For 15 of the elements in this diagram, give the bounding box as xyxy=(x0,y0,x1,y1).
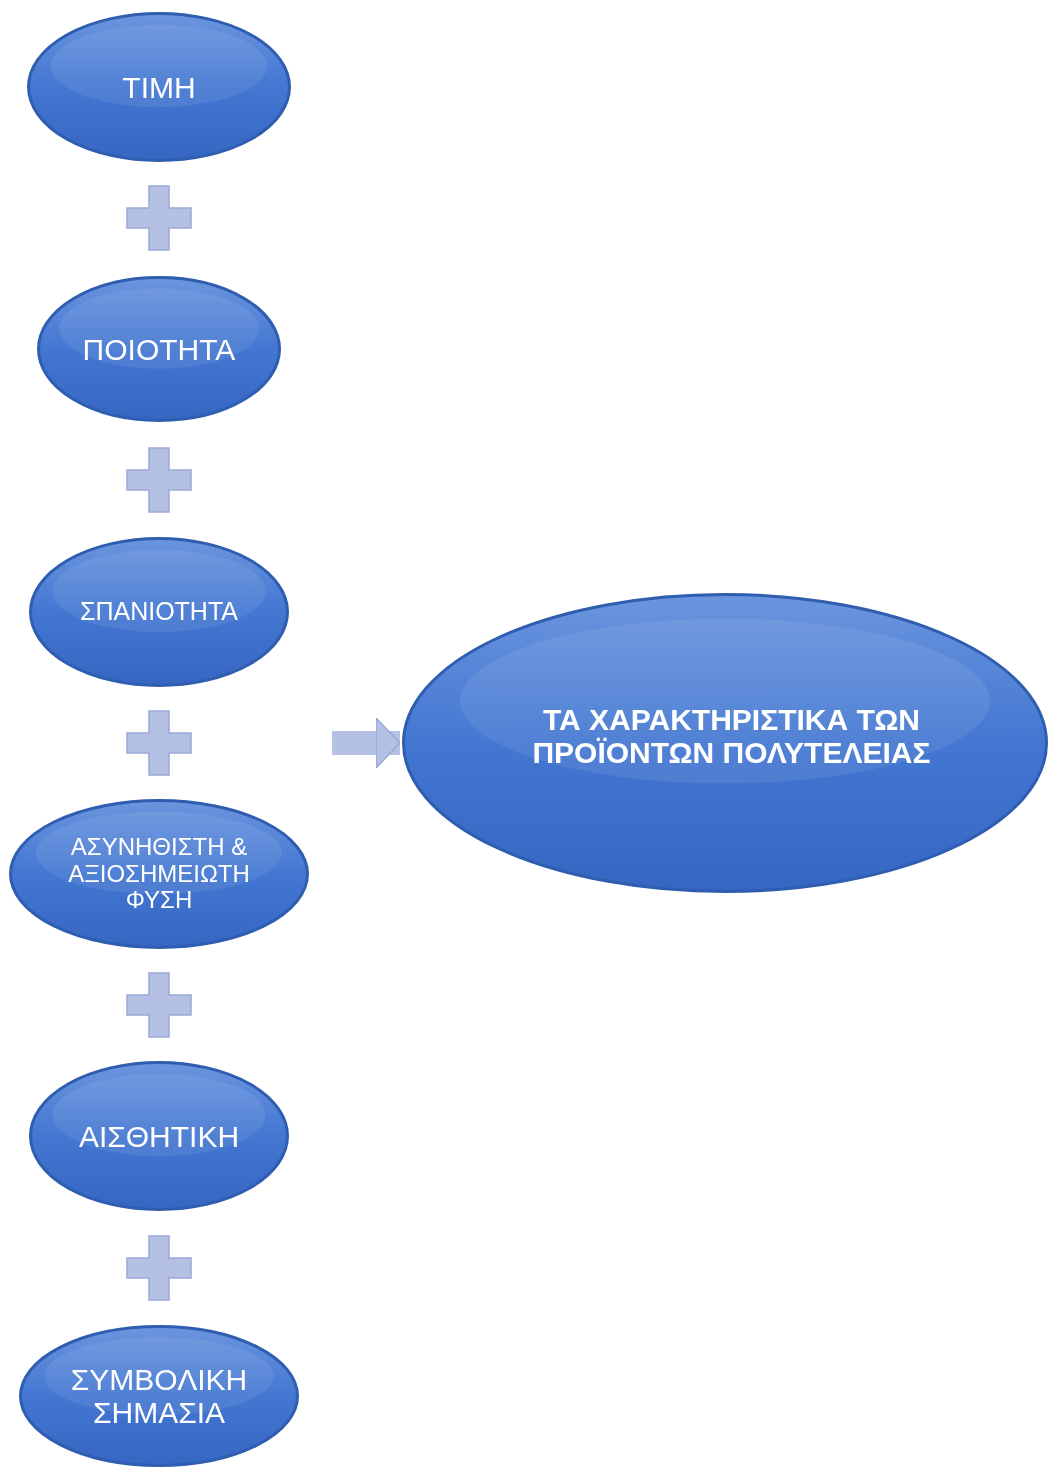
node-label: ΠΟΙΟΤΗΤΑ xyxy=(82,332,236,366)
block-arrow xyxy=(332,717,401,769)
node-label: ΑΙΣΘΗΤΙΚΗ xyxy=(78,1119,240,1153)
ellipse-node xyxy=(9,799,309,949)
node-label: ΤΙΜΗ xyxy=(122,70,196,104)
ellipse-node xyxy=(37,276,281,422)
node-label: ΣΥΜΒΟΛΙΚΗ ΣΗΜΑΣΙΑ xyxy=(69,1363,249,1429)
ellipse-node xyxy=(29,1061,289,1211)
ellipse-node xyxy=(27,12,291,162)
node-label: ΤΑ ΧΑΡΑΚΤΗΡΙΣΤΙΚΑ ΤΩΝ ΠΡΟΪΟΝΤΩΝ ΠΟΛΥΤΕΛΕΙΑΣ xyxy=(531,703,932,769)
node-label: ΑΣΥΝΗΘΙΣΤΗ & ΑΞΙΟΣΗΜΕΙΩΤΗ ΦΥΣΗ xyxy=(67,834,251,914)
ellipse-node xyxy=(402,593,1048,893)
ellipse-node xyxy=(19,1325,299,1467)
ellipse-node xyxy=(29,537,289,687)
node-label: ΣΠΑΝΙΟΤΗΤΑ xyxy=(79,598,238,626)
